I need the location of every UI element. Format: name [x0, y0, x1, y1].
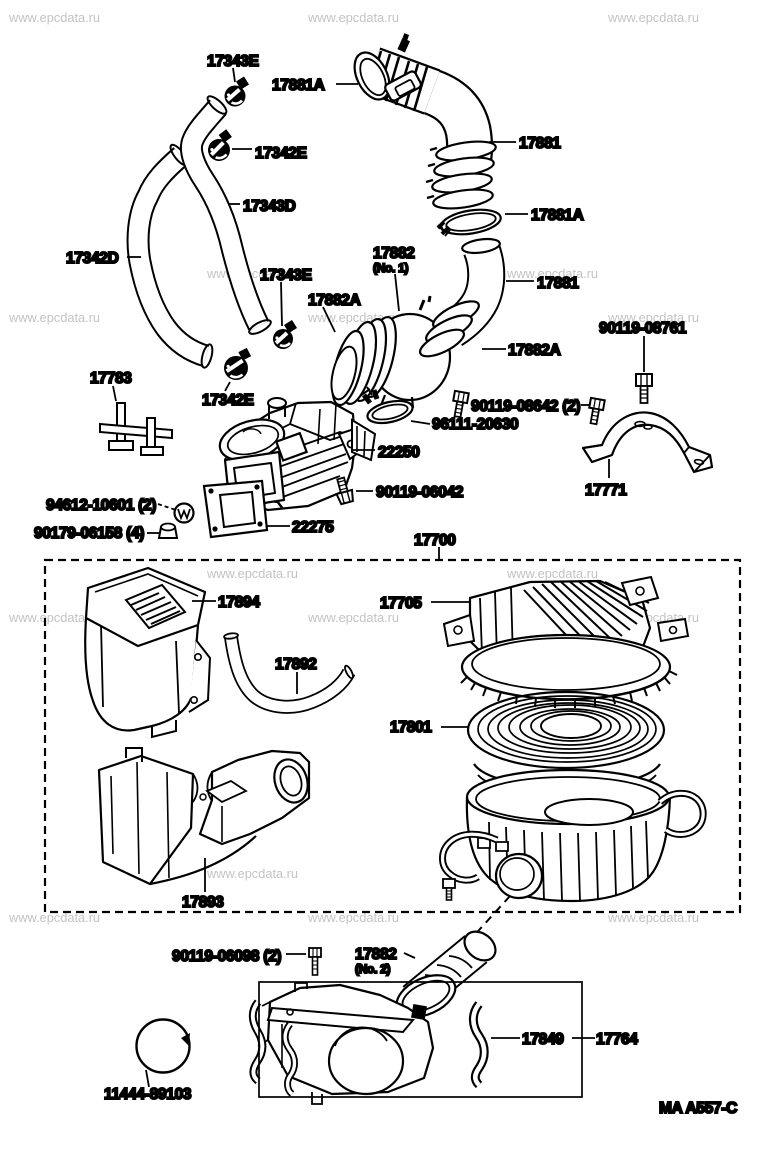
- svg-text:90119-08761: 90119-08761: [599, 320, 687, 337]
- svg-text:11444-89103: 11444-89103: [104, 1086, 192, 1103]
- svg-text:17783: 17783: [90, 370, 132, 387]
- svg-text:MA A557-C: MA A557-C: [659, 1100, 737, 1117]
- svg-text:www.epcdata.ru: www.epcdata.ru: [307, 910, 399, 925]
- svg-text:www.epcdata.ru: www.epcdata.ru: [607, 10, 699, 25]
- svg-text:www.epcdata.ru: www.epcdata.ru: [506, 266, 598, 281]
- svg-text:17343D: 17343D: [243, 198, 296, 215]
- svg-text:96111-20630: 96111-20630: [432, 416, 518, 433]
- svg-text:17881A: 17881A: [272, 77, 325, 94]
- svg-text:www.epcdata.ru: www.epcdata.ru: [8, 610, 100, 625]
- svg-text:17894: 17894: [218, 594, 260, 611]
- svg-text:17882: 17882: [355, 946, 397, 963]
- svg-text:17892: 17892: [275, 656, 317, 673]
- svg-text:www.epcdata.ru: www.epcdata.ru: [8, 910, 100, 925]
- svg-text:22250: 22250: [378, 444, 420, 461]
- svg-text:17882A: 17882A: [308, 292, 361, 309]
- svg-text:(No. 1): (No. 1): [373, 261, 409, 275]
- svg-text:90119-06098 (2): 90119-06098 (2): [172, 948, 281, 965]
- svg-text:94612-10601 (2): 94612-10601 (2): [46, 497, 156, 514]
- svg-text:17343E: 17343E: [207, 53, 259, 70]
- svg-text:www.epcdata.ru: www.epcdata.ru: [8, 310, 100, 325]
- svg-text:www.epcdata.ru: www.epcdata.ru: [206, 566, 298, 581]
- svg-text:17342D: 17342D: [66, 250, 119, 267]
- svg-text:17342E: 17342E: [255, 145, 307, 162]
- svg-text:www.epcdata.ru: www.epcdata.ru: [307, 10, 399, 25]
- svg-text:17801: 17801: [390, 719, 432, 736]
- svg-text:17882: 17882: [373, 245, 415, 262]
- svg-text:www.epcdata.ru: www.epcdata.ru: [206, 866, 298, 881]
- svg-text:(No. 2): (No. 2): [355, 962, 391, 976]
- svg-text:17771: 17771: [585, 482, 627, 499]
- svg-text:17705: 17705: [380, 595, 422, 612]
- svg-text:22275: 22275: [292, 519, 334, 536]
- svg-text:www.epcdata.ru: www.epcdata.ru: [506, 566, 598, 581]
- svg-text:www.epcdata.ru: www.epcdata.ru: [607, 910, 699, 925]
- svg-text:17343E: 17343E: [260, 267, 312, 284]
- svg-text:17881: 17881: [519, 135, 561, 152]
- svg-text:17893: 17893: [182, 894, 224, 911]
- svg-text:www.epcdata.ru: www.epcdata.ru: [8, 10, 100, 25]
- svg-text:17881: 17881: [537, 275, 579, 292]
- svg-text:17882A: 17882A: [508, 342, 561, 359]
- svg-text:17764: 17764: [596, 1031, 638, 1048]
- svg-text:17342E: 17342E: [202, 392, 254, 409]
- svg-text:90119-06042: 90119-06042: [376, 484, 463, 501]
- svg-text:90119-08642 (2): 90119-08642 (2): [471, 398, 580, 415]
- svg-text:90179-06158 (4): 90179-06158 (4): [34, 525, 144, 542]
- svg-text:17849: 17849: [522, 1031, 564, 1048]
- svg-text:www.epcdata.ru: www.epcdata.ru: [607, 310, 699, 325]
- svg-text:www.epcdata.ru: www.epcdata.ru: [307, 610, 399, 625]
- svg-text:17700: 17700: [414, 532, 456, 549]
- svg-text:17881A: 17881A: [531, 207, 584, 224]
